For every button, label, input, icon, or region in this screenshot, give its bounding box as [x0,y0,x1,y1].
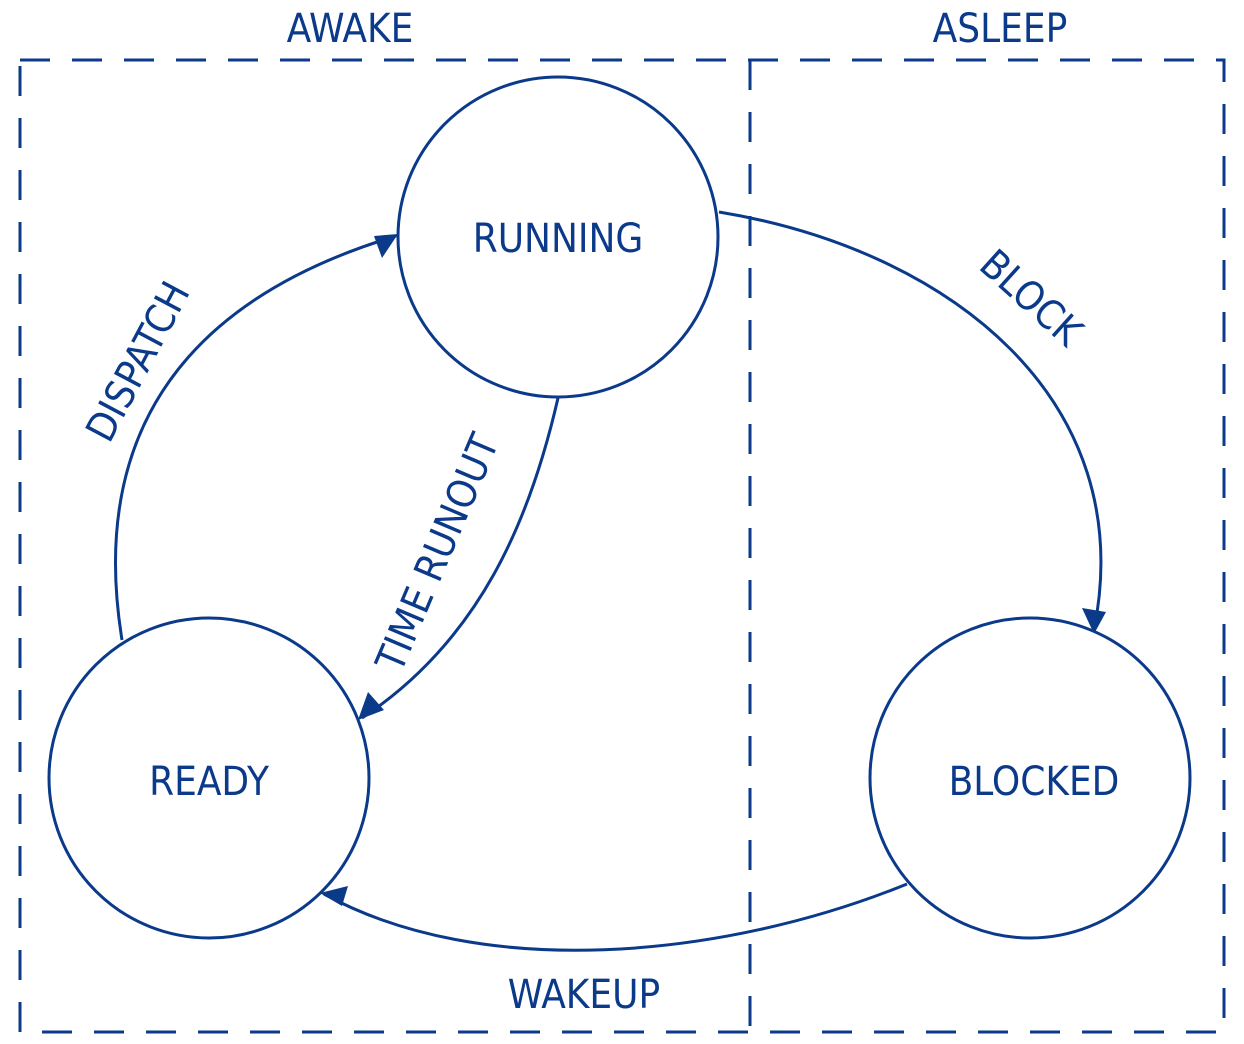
state-blocked-label: BLOCKED [949,759,1120,805]
arrowhead-dispatch [374,234,398,258]
state-running-circle [396,75,720,399]
transition-label-block: BLOCK [971,241,1092,357]
edge-wakeup [323,882,908,952]
region-boundaries [18,58,1226,1034]
state-running-label: RUNNING [473,216,644,262]
state-blocked: BLOCKED [868,616,1192,940]
state-blocked-circle [868,616,1192,940]
arrowhead-block [1082,608,1106,634]
region-label-asleep: ASLEEP [933,6,1068,52]
transition-label-dispatch: DISPATCH [77,274,199,449]
transition-label-time-runout: TIME RUNOUT [367,427,509,679]
edge-block [718,210,1103,631]
state-ready-circle [47,616,371,940]
transition-label-wakeup: WAKEUP [508,972,660,1018]
outer-dashed-boundary [18,58,1226,1034]
state-ready: READY [47,616,371,940]
transitions [114,210,1106,952]
state-ready-label: READY [149,759,270,805]
state-running: RUNNING [396,75,720,399]
arrowhead-wakeup [320,886,348,906]
region-label-awake: AWAKE [287,6,414,52]
arrowhead-time-runout [358,692,384,720]
edge-dispatch [114,234,397,641]
edge-time-runout [361,397,560,720]
